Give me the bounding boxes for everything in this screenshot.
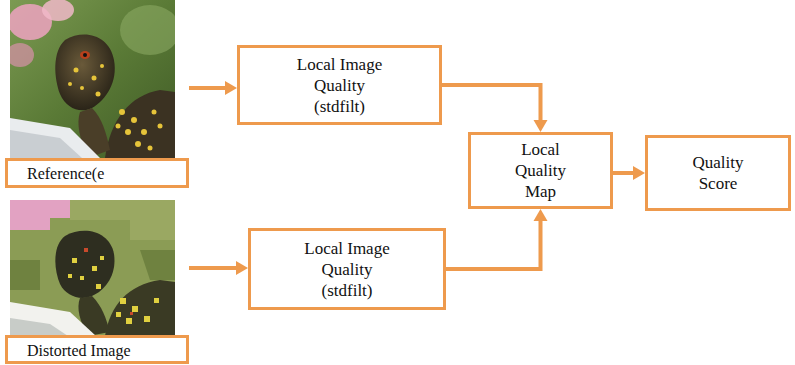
box-label: Local Image Quality (stdfilt): [292, 54, 388, 117]
caption-frame: Distorted Image: [5, 335, 189, 364]
process-box: Local Quality Map: [468, 132, 613, 209]
flow-arrow: [442, 85, 548, 132]
caption-text: Reference(e: [27, 164, 104, 183]
connector-line: [189, 266, 238, 270]
connector-line: [442, 85, 541, 122]
arrow-head: [534, 120, 548, 132]
process-box: Local Image Quality (stdfilt): [248, 228, 446, 310]
reference-photo: [10, 0, 175, 158]
image-caption-box: Reference(e: [5, 0, 189, 188]
arrow-head: [236, 261, 248, 275]
flow-arrow: [189, 261, 248, 275]
box-label: Local Quality Map: [506, 139, 576, 202]
image-caption-box: Distorted Image: [5, 200, 189, 365]
process-box: Local Image Quality (stdfilt): [237, 45, 442, 125]
box-label: Quality Score: [683, 152, 753, 194]
caption-text: Distorted Image: [27, 341, 131, 360]
flow-arrow: [189, 81, 237, 95]
box-label: Local Image Quality (stdfilt): [299, 238, 395, 301]
output-box: Quality Score: [645, 135, 791, 211]
caption-frame: Reference(e: [5, 158, 189, 188]
connector-line: [446, 219, 541, 269]
connector-line: [613, 171, 635, 175]
connector-line: [189, 86, 227, 90]
flow-arrow: [446, 209, 548, 269]
distorted-photo: [10, 200, 175, 336]
arrow-head: [534, 209, 548, 221]
flow-arrow: [613, 166, 645, 180]
arrow-head: [225, 81, 237, 95]
arrow-head: [633, 166, 645, 180]
